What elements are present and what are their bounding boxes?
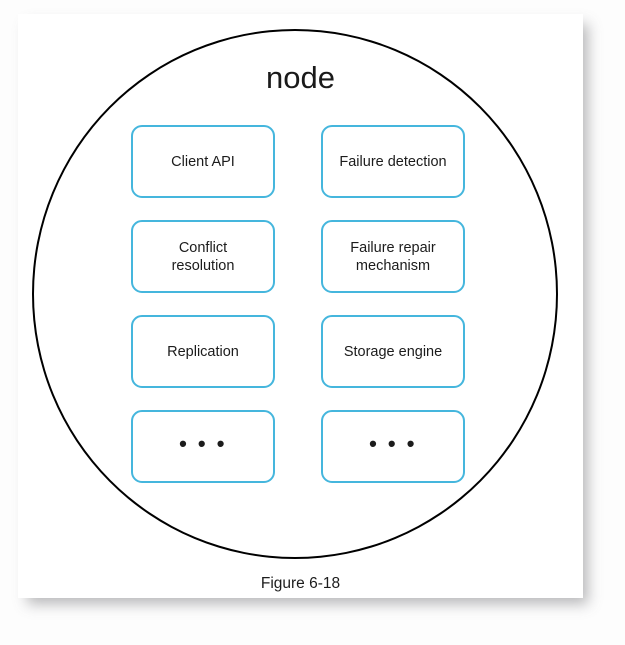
component-box-replication[interactable]: Replication <box>131 315 275 388</box>
figure-card: node Client API Conflict resolution Repl… <box>18 14 583 598</box>
component-label-failure-repair-mechanism: Failure repair mechanism <box>350 239 436 274</box>
component-box-conflict-resolution[interactable]: Conflict resolution <box>131 220 275 293</box>
component-box-storage-engine[interactable]: Storage engine <box>321 315 465 388</box>
component-label-failure-detection: Failure detection <box>339 153 447 170</box>
component-column-right: Failure detection Failure repair mechani… <box>321 125 465 483</box>
ellipsis-icon: • • • <box>369 430 417 456</box>
component-box-left-more[interactable]: • • • <box>131 410 275 483</box>
component-box-failure-repair-mechanism[interactable]: Failure repair mechanism <box>321 220 465 293</box>
component-grid: Client API Conflict resolution Replicati… <box>131 125 465 484</box>
ellipsis-icon: • • • <box>179 430 227 456</box>
node-title: node <box>266 60 335 95</box>
component-column-left: Client API Conflict resolution Replicati… <box>131 125 275 483</box>
component-label-client-api: Client API <box>171 153 235 170</box>
component-label-replication: Replication <box>167 343 239 360</box>
component-label-conflict-resolution: Conflict resolution <box>171 239 235 274</box>
component-box-failure-detection[interactable]: Failure detection <box>321 125 465 198</box>
component-box-client-api[interactable]: Client API <box>131 125 275 198</box>
node-boundary-circle <box>32 29 558 559</box>
figure-caption: Figure 6-18 <box>260 575 341 592</box>
component-box-right-more[interactable]: • • • <box>321 410 465 483</box>
component-label-storage-engine: Storage engine <box>343 343 443 360</box>
